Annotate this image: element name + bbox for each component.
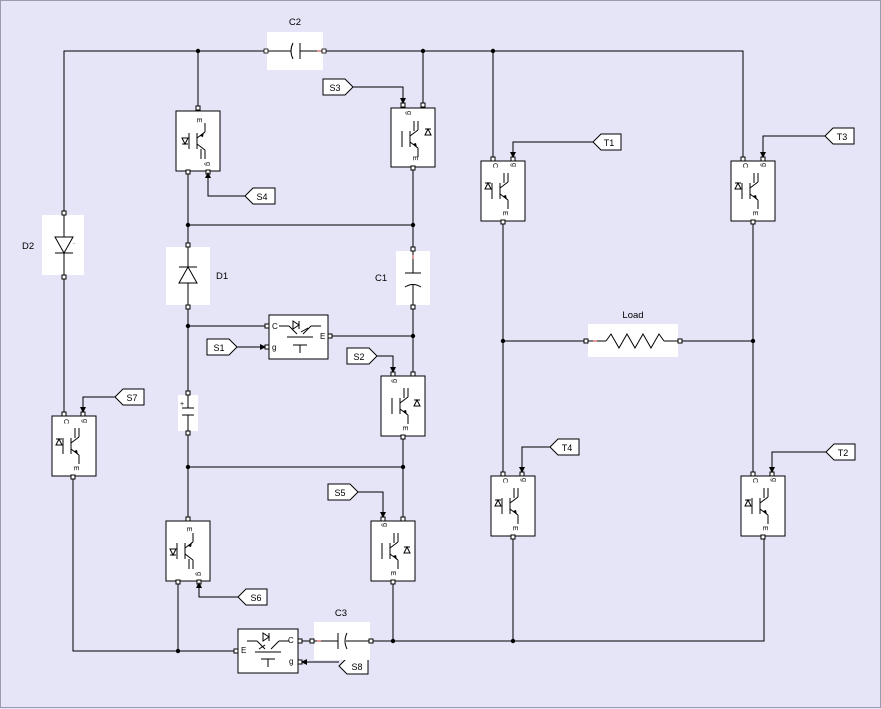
svg-text:C: C bbox=[272, 322, 278, 331]
svg-text:g: g bbox=[520, 478, 527, 482]
igbt-t1[interactable]: C g E bbox=[480, 156, 526, 225]
goto-tag-t3[interactable]: T3 bbox=[760, 127, 855, 158]
c2-label: C2 bbox=[289, 17, 301, 28]
igbt-t2[interactable]: C g E bbox=[740, 471, 786, 540]
goto-tag-s1[interactable]: S1 bbox=[206, 338, 266, 356]
svg-text:E: E bbox=[185, 527, 192, 532]
svg-text:C: C bbox=[741, 163, 748, 168]
svg-text:E: E bbox=[72, 466, 79, 471]
c3-label: C3 bbox=[335, 608, 347, 619]
goto-tag-s7[interactable]: S7 bbox=[80, 388, 145, 413]
svg-text:T2: T2 bbox=[838, 448, 849, 458]
svg-text:C: C bbox=[288, 636, 294, 645]
goto-tag-s2[interactable]: S2 bbox=[346, 347, 396, 373]
svg-text:S4: S4 bbox=[256, 192, 267, 202]
svg-text:g: g bbox=[770, 478, 777, 482]
goto-tag-s5[interactable]: S5 bbox=[327, 483, 386, 518]
igbt-s2[interactable]: g E bbox=[380, 371, 426, 440]
svg-text:E: E bbox=[751, 211, 758, 216]
goto-tag-s4[interactable]: S4 bbox=[205, 172, 276, 205]
igbt-s5[interactable]: g E bbox=[370, 516, 416, 585]
dc-capacitor[interactable]: + bbox=[178, 390, 198, 436]
svg-text:S6: S6 bbox=[250, 593, 261, 603]
junctions bbox=[175, 48, 756, 654]
svg-text:E: E bbox=[389, 571, 396, 576]
svg-text:T3: T3 bbox=[837, 132, 848, 142]
d1-label: D1 bbox=[216, 271, 228, 282]
svg-text:S8: S8 bbox=[351, 662, 362, 672]
svg-text:g: g bbox=[195, 572, 202, 576]
load-label: Load bbox=[622, 310, 643, 321]
svg-text:g: g bbox=[289, 657, 293, 666]
svg-text:.: . bbox=[73, 239, 75, 246]
svg-text:S5: S5 bbox=[334, 488, 345, 498]
goto-tag-s8[interactable]: S8 bbox=[301, 657, 369, 675]
svg-text:g: g bbox=[760, 163, 767, 167]
goto-tag-s3[interactable]: S3 bbox=[322, 78, 406, 104]
svg-text:T1: T1 bbox=[604, 138, 615, 148]
goto-tag-s6[interactable]: S6 bbox=[196, 582, 268, 606]
igbt-t3[interactable]: C g E bbox=[730, 156, 776, 225]
svg-text:g: g bbox=[391, 379, 398, 383]
capacitor-c2[interactable]: C2 bbox=[263, 17, 327, 70]
svg-text:E: E bbox=[501, 211, 508, 216]
diode-d2[interactable]: . D2 bbox=[22, 210, 84, 280]
svg-text:g: g bbox=[204, 162, 211, 166]
svg-text:E: E bbox=[401, 426, 408, 431]
svg-text:C: C bbox=[501, 478, 508, 483]
svg-text:S3: S3 bbox=[329, 83, 340, 93]
igbt-t4[interactable]: C g E bbox=[490, 471, 536, 540]
svg-text:T4: T4 bbox=[562, 443, 573, 453]
svg-text:S1: S1 bbox=[213, 343, 224, 353]
svg-text:+: + bbox=[180, 401, 184, 408]
igbt-s8[interactable]: E C g bbox=[233, 628, 303, 674]
goto-tag-t1[interactable]: T1 bbox=[510, 133, 622, 158]
goto-tag-t2[interactable]: T2 bbox=[769, 443, 856, 473]
igbt-s7[interactable]: C g E bbox=[51, 411, 97, 480]
goto-tag-t4[interactable]: T4 bbox=[519, 438, 580, 473]
svg-text:S7: S7 bbox=[126, 393, 137, 403]
igbt-s1[interactable]: C E g bbox=[264, 314, 333, 360]
svg-text:C: C bbox=[491, 163, 498, 168]
svg-text:C: C bbox=[62, 419, 69, 424]
igbt-s6[interactable]: E g bbox=[165, 516, 211, 585]
svg-text:E: E bbox=[511, 526, 518, 531]
svg-text:E: E bbox=[241, 646, 246, 655]
svg-text:E: E bbox=[195, 118, 202, 123]
diode-d1[interactable]: D1 bbox=[166, 242, 228, 310]
svg-text:g: g bbox=[405, 111, 412, 115]
svg-text:g: g bbox=[272, 343, 276, 352]
svg-text:E: E bbox=[761, 526, 768, 531]
capacitor-c1[interactable]: C1 bbox=[375, 246, 430, 310]
igbt-s3[interactable]: g E bbox=[390, 102, 436, 171]
svg-text:E: E bbox=[411, 156, 418, 161]
svg-text:C: C bbox=[751, 478, 758, 483]
svg-text:g: g bbox=[510, 163, 517, 167]
c1-label: C1 bbox=[375, 273, 387, 284]
capacitor-c3[interactable]: C3 bbox=[309, 608, 374, 660]
svg-text:S2: S2 bbox=[353, 352, 364, 362]
svg-text:g: g bbox=[381, 523, 388, 527]
d2-label: D2 bbox=[22, 241, 34, 252]
svg-text:E: E bbox=[320, 332, 325, 341]
igbt-s4[interactable]: E g bbox=[175, 105, 221, 175]
svg-text:g: g bbox=[81, 419, 88, 423]
load-resistor[interactable]: Load bbox=[583, 310, 683, 357]
wiring bbox=[63, 50, 765, 652]
